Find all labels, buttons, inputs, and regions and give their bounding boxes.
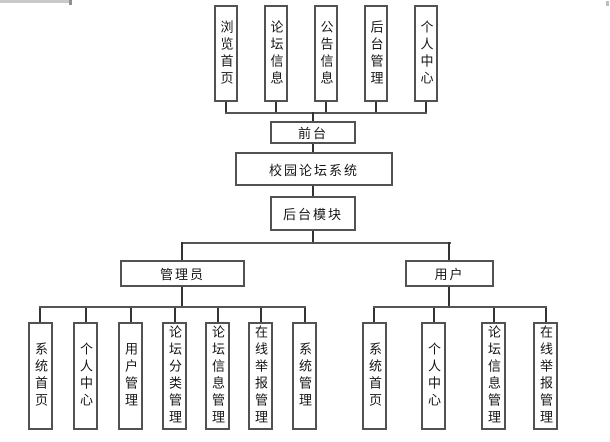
connector-line [39, 308, 41, 322]
node-user-forum-info-manage: 论坛信息管理 [481, 322, 506, 430]
connector-line [39, 306, 306, 308]
node-admin-user-manage: 用户管理 [118, 322, 143, 430]
connector-line [312, 186, 314, 196]
connector-line [325, 102, 327, 112]
connector-line [275, 102, 277, 112]
node-frontend: 前台 [270, 121, 356, 144]
connector-line [433, 308, 435, 322]
node-root-system: 校园论坛系统 [235, 152, 393, 186]
connector-line [312, 144, 314, 152]
connector-line [448, 287, 450, 307]
connector-line [260, 308, 262, 322]
node-label: 系统管理 [297, 342, 312, 410]
connector-line [448, 242, 450, 260]
node-announcement-info: 公告信息 [314, 5, 338, 102]
node-label: 后台管理 [368, 19, 384, 88]
node-personal-center-front: 个人中心 [414, 5, 438, 102]
connector-line [181, 242, 451, 244]
node-forum-info: 论坛信息 [264, 5, 288, 102]
node-admin-forum-info-manage: 论坛信息管理 [205, 322, 230, 430]
node-label: 浏览首页 [218, 19, 234, 88]
node-backend-manage: 后台管理 [364, 5, 388, 102]
edge-artifact-nub [69, 0, 72, 5]
node-label: 在线举报管理 [253, 325, 268, 427]
node-browse-homepage: 浏览首页 [214, 5, 238, 102]
connector-line [493, 308, 495, 322]
node-user-system-home: 系统首页 [362, 322, 387, 430]
node-user-report-manage: 在线举报管理 [533, 322, 558, 430]
connector-line [304, 308, 306, 322]
node-label: 用户 [434, 267, 465, 282]
node-label: 用户管理 [123, 342, 138, 410]
node-label: 在线举报管理 [538, 325, 553, 427]
connector-line [225, 112, 427, 114]
connector-line [174, 308, 176, 322]
connector-line [312, 112, 314, 121]
node-admin-report-manage: 在线举报管理 [248, 322, 273, 430]
node-label: 论坛信息管理 [210, 325, 225, 427]
node-label: 论坛信息 [268, 19, 284, 88]
connector-line [373, 308, 375, 322]
connector-line [130, 308, 132, 322]
connector-line [85, 308, 87, 322]
connector-line [225, 102, 227, 112]
connector-line [181, 242, 183, 260]
node-label: 系统首页 [33, 342, 48, 410]
node-label: 论坛信息管理 [486, 325, 501, 427]
edge-artifact-bar [0, 0, 72, 3]
connector-line [217, 308, 219, 322]
connector-line [312, 231, 314, 243]
node-admin-forum-category-manage: 论坛分类管理 [162, 322, 187, 430]
node-label: 系统首页 [367, 342, 382, 410]
node-label: 前台 [297, 126, 328, 141]
node-label: 个人中心 [78, 342, 93, 410]
node-label: 校园论坛系统 [268, 162, 359, 178]
node-label: 管理员 [159, 267, 205, 282]
node-label: 论坛分类管理 [167, 325, 182, 427]
edge-artifact-mark [606, 1, 609, 6]
node-admin-system-manage: 系统管理 [292, 322, 317, 430]
node-admin: 管理员 [120, 260, 245, 287]
node-label: 个人中心 [426, 342, 441, 410]
node-backend-module: 后台模块 [270, 196, 356, 231]
connector-line [373, 306, 547, 308]
connector-line [545, 308, 547, 322]
node-label: 后台模块 [282, 207, 343, 222]
node-admin-system-home: 系统首页 [28, 322, 53, 430]
connector-line [181, 287, 183, 307]
connector-line [425, 102, 427, 112]
node-user-personal-center: 个人中心 [421, 322, 446, 430]
node-user: 用户 [405, 260, 494, 287]
node-label: 公告信息 [318, 19, 334, 88]
node-admin-personal-center: 个人中心 [73, 322, 98, 430]
connector-line [375, 102, 377, 112]
node-label: 个人中心 [418, 19, 434, 88]
